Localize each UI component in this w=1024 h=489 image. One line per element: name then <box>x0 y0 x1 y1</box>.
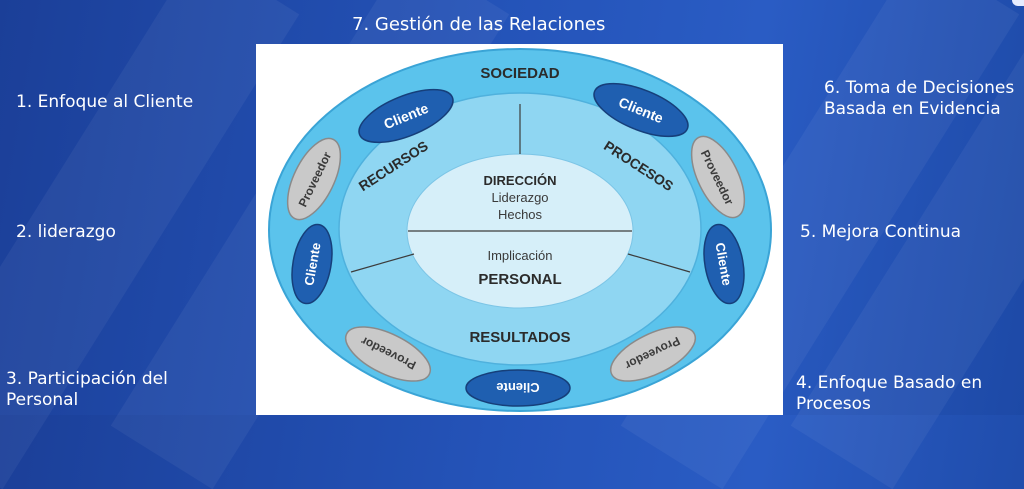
label-liderazgo: Liderazgo <box>491 190 548 205</box>
label-sociedad: SOCIEDAD <box>480 65 559 82</box>
principle-3: 3. Participación del Personal <box>6 369 168 410</box>
label-direccion: DIRECCIÓN <box>484 173 557 188</box>
pill-cliente-label: Cliente <box>712 241 734 286</box>
label-hechos: Hechos <box>498 207 543 222</box>
logo-icon <box>1012 0 1024 6</box>
diagram-panel: SOCIEDAD RESULTADOS RECURSOS PROCESOS DI… <box>256 44 783 415</box>
label-resultados: RESULTADOS <box>469 329 570 346</box>
pill-cliente-label: Cliente <box>496 380 539 395</box>
principle-4: 4. Enfoque Basado en Procesos <box>796 373 983 414</box>
pill-proveedor-left: Proveedor <box>286 137 342 221</box>
pill-cliente-bottom: Cliente <box>465 369 571 407</box>
principle-5: 5. Mejora Continua <box>800 222 962 242</box>
principle-7-title: 7. Gestión de las Relaciones <box>352 14 606 35</box>
pill-cliente-top-right: Cliente <box>593 82 689 138</box>
pill-cliente-right: Cliente <box>703 223 745 305</box>
pill-cliente-top-left: Cliente <box>358 88 454 144</box>
label-implicacion: Implicación <box>487 248 552 263</box>
principle-6: 6. Toma de Decisiones Basada en Evidenci… <box>824 78 1015 119</box>
label-personal: PERSONAL <box>478 271 561 288</box>
principle-1: 1. Enfoque al Cliente <box>16 92 194 112</box>
slide: { "title": "7. Gestión de las Relaciones… <box>0 0 1024 415</box>
pill-cliente-label: Cliente <box>301 241 323 286</box>
quality-circle-diagram: SOCIEDAD RESULTADOS RECURSOS PROCESOS DI… <box>268 48 772 412</box>
divider-left <box>350 253 415 273</box>
pill-cliente-left: Cliente <box>291 223 333 305</box>
divider-right <box>627 253 691 273</box>
principle-2: 2. liderazgo <box>16 222 116 242</box>
